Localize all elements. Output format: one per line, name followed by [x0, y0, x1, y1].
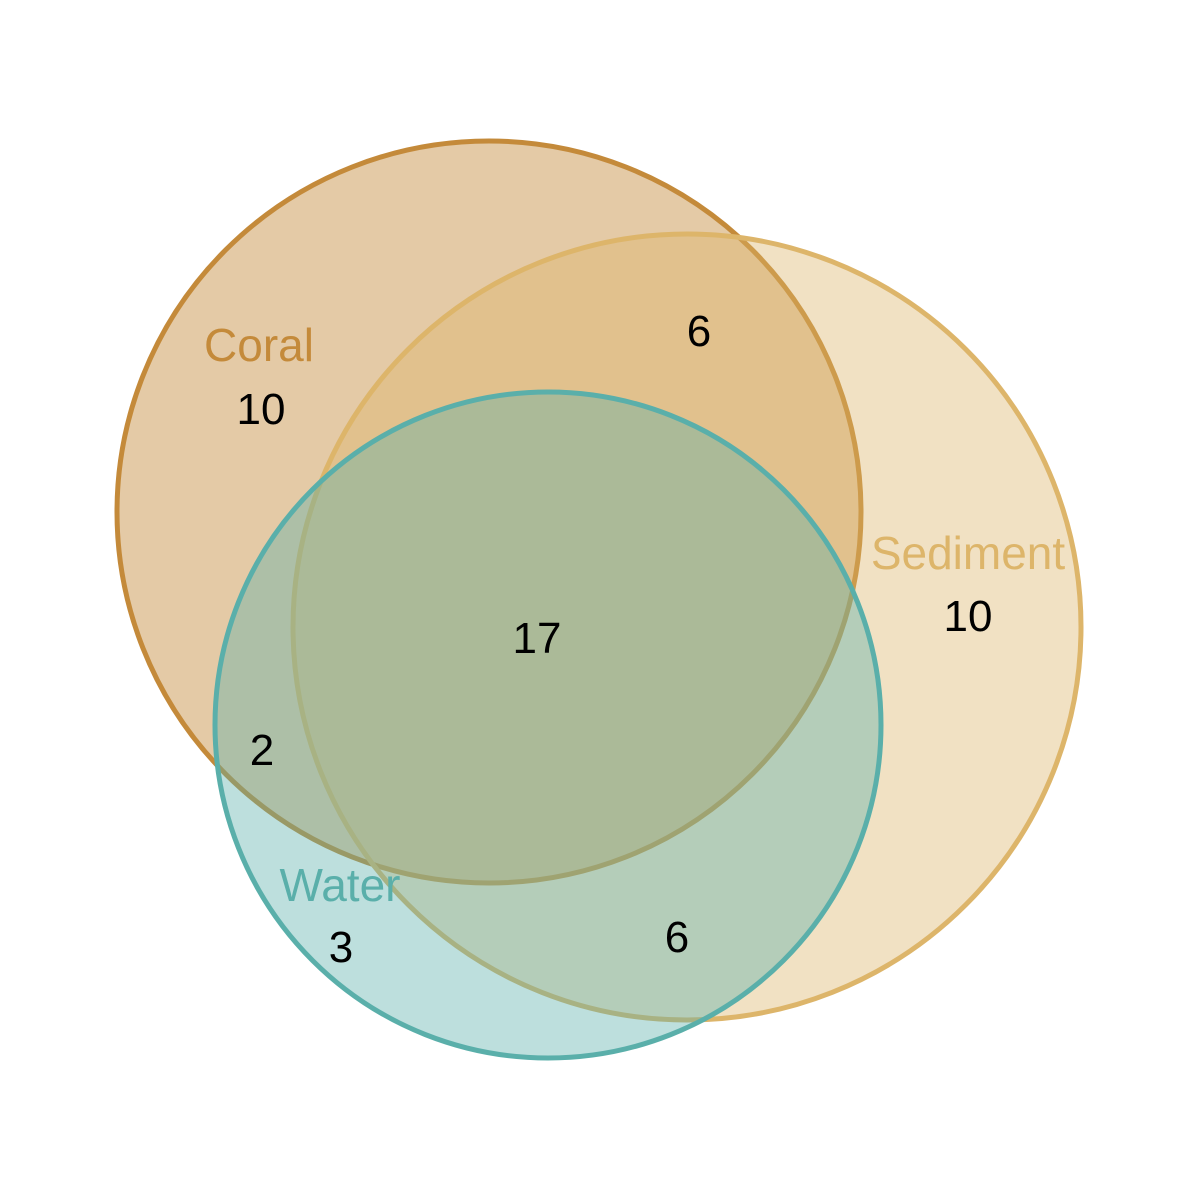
- water-circle: [212, 389, 884, 1061]
- water-only-count: 3: [329, 923, 353, 972]
- all-three-count: 17: [513, 614, 562, 663]
- sediment-water-count: 6: [665, 913, 689, 962]
- coral-label: Coral: [204, 319, 314, 371]
- sediment-label: Sediment: [871, 527, 1066, 579]
- coral-water-count: 2: [250, 726, 274, 775]
- water-label: Water: [280, 859, 401, 911]
- sediment-only-count: 10: [944, 592, 993, 641]
- coral-only-count: 10: [237, 385, 286, 434]
- coral-circle: [114, 138, 864, 886]
- sediment-circle: [290, 231, 1084, 1023]
- coral-sediment-count: 6: [687, 307, 711, 356]
